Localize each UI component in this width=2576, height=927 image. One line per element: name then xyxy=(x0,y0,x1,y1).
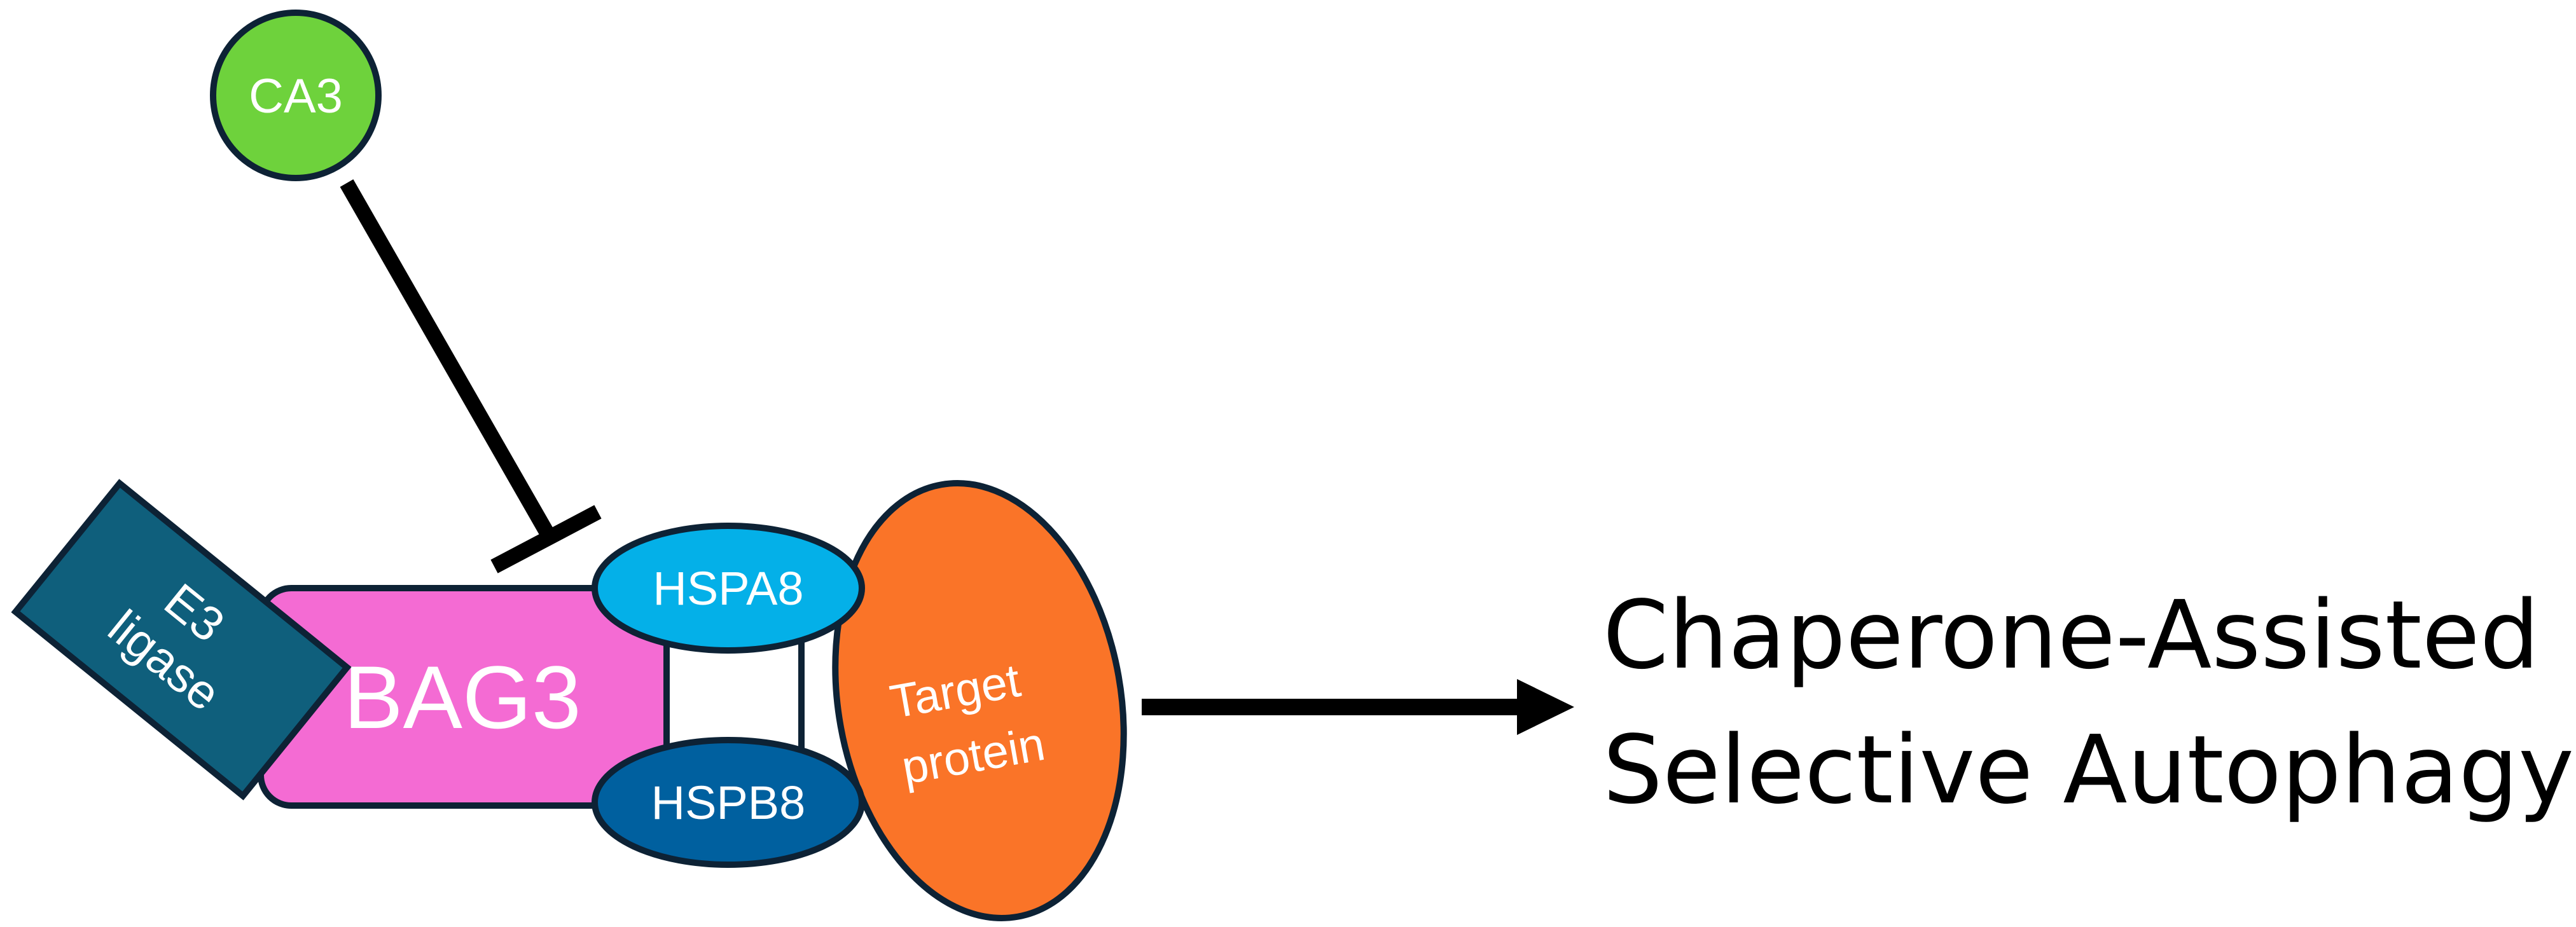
hspa8-node[interactable]: HSPA8 xyxy=(592,523,865,654)
hspb8-label: HSPB8 xyxy=(651,776,806,829)
hspa8-label: HSPA8 xyxy=(653,562,803,615)
inhibition-bar xyxy=(490,505,602,573)
ca3-node[interactable]: CA3 xyxy=(210,10,382,181)
bag3-label: BAG3 xyxy=(343,647,581,747)
arrowhead xyxy=(1517,679,1574,735)
outcome-line1: Chaperone-Assisted xyxy=(1603,580,2540,690)
outcome-label: Chaperone-Assisted Selective Autophagy xyxy=(1603,580,2574,825)
ca3-label: CA3 xyxy=(249,69,343,123)
e3-ligase-rect xyxy=(11,479,352,800)
activation-arrow xyxy=(1142,679,1574,735)
hspb8-ellipse xyxy=(592,737,865,868)
target-protein-ellipse xyxy=(832,480,1127,921)
hspa8-ellipse xyxy=(592,523,865,654)
outcome-line2: Selective Autophagy xyxy=(1603,715,2574,825)
hspb8-node[interactable]: HSPB8 xyxy=(592,737,865,868)
ca3-circle xyxy=(210,10,382,181)
bag3-node[interactable]: BAG3 xyxy=(258,585,670,809)
inhibition-edge xyxy=(340,179,602,573)
target-protein-node[interactable]: Target protein xyxy=(802,460,1156,927)
inhibition-line xyxy=(340,179,554,537)
